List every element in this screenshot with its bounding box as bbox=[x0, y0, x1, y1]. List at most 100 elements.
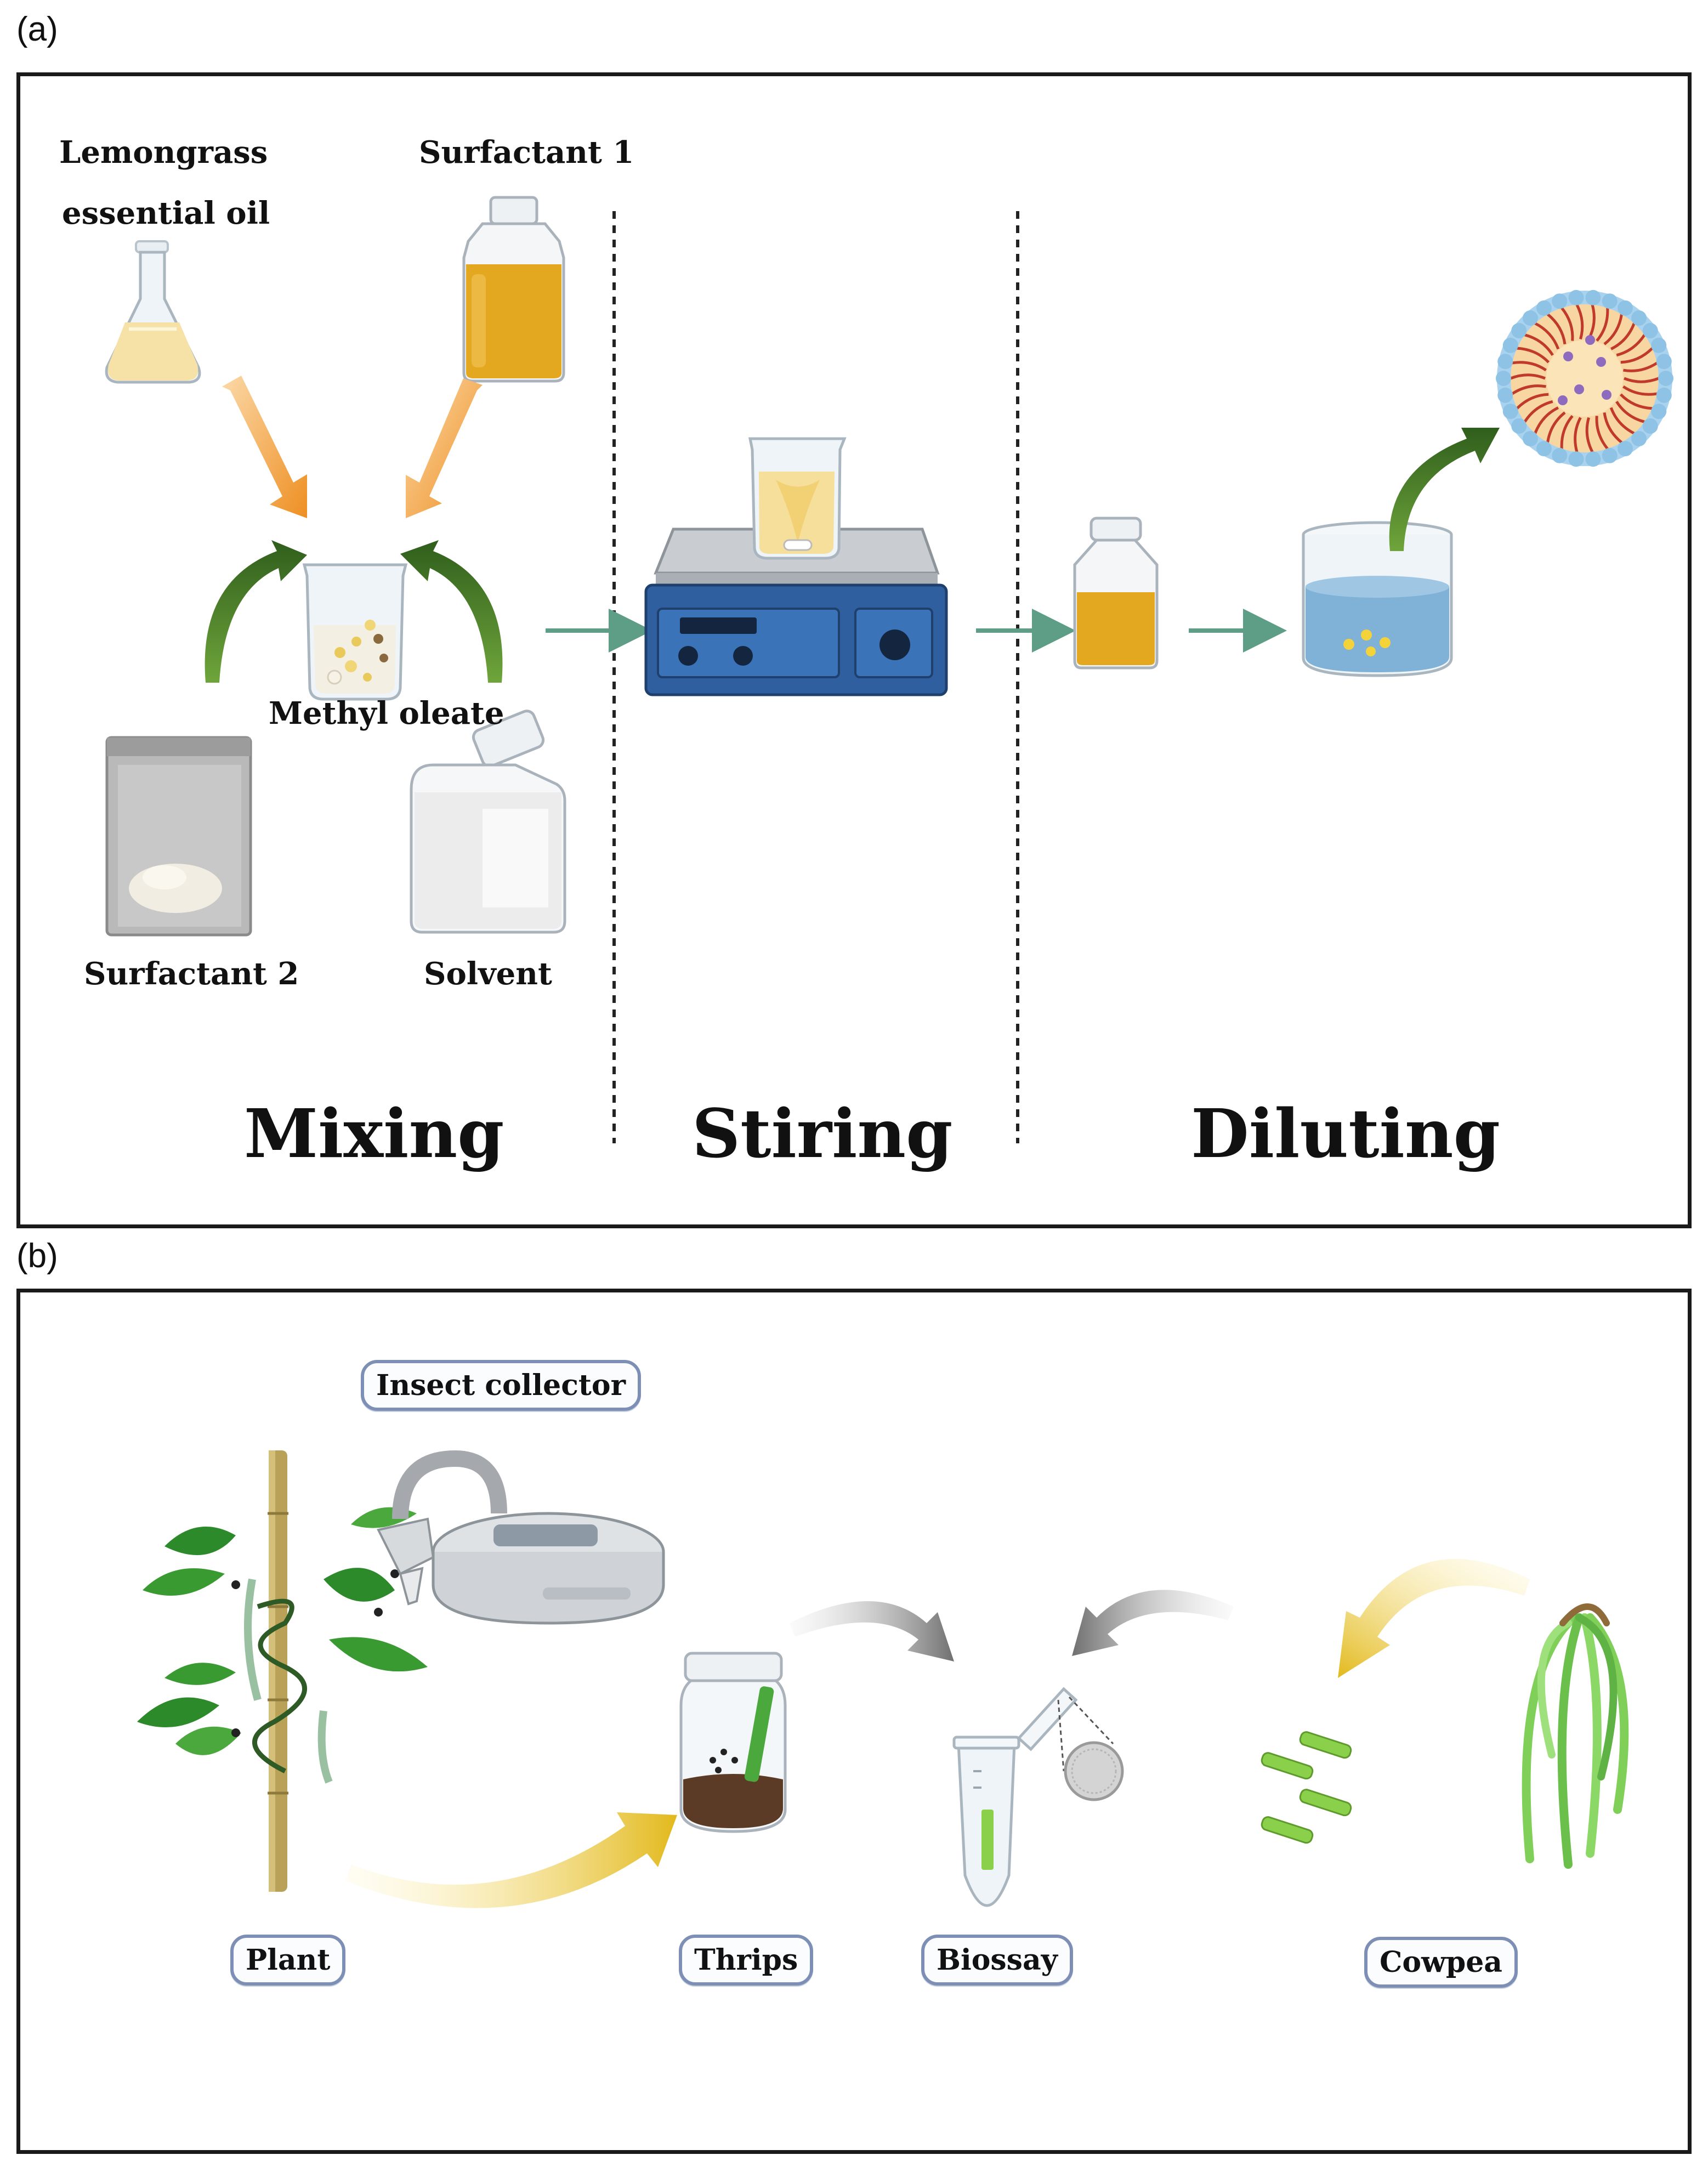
micelle-core-dot bbox=[1596, 357, 1606, 367]
panel-a-frame bbox=[16, 72, 1692, 1228]
panel-a-letter: (a) bbox=[16, 10, 58, 48]
micelle-head bbox=[1502, 337, 1518, 353]
micelle-head bbox=[1618, 300, 1633, 316]
micelle-head bbox=[1585, 451, 1601, 467]
micelle-head bbox=[1631, 430, 1647, 446]
micelle-tail bbox=[1561, 307, 1574, 341]
hotplate-stirrer-icon bbox=[644, 528, 948, 696]
micelle-head bbox=[1602, 447, 1618, 463]
micelle-head bbox=[1656, 387, 1672, 403]
micelle-tail bbox=[1609, 407, 1635, 435]
micelle-core-dot bbox=[1558, 395, 1568, 405]
micelle-head bbox=[1522, 310, 1538, 326]
micelle-head bbox=[1511, 323, 1527, 339]
micelle-core-dot bbox=[1602, 390, 1611, 400]
thrips-jar-icon bbox=[679, 1652, 787, 1833]
micelle-core-dot bbox=[1585, 335, 1595, 345]
micelle-tail bbox=[1615, 400, 1645, 423]
micelle-head bbox=[1552, 293, 1568, 309]
micelle-tail bbox=[1534, 322, 1560, 350]
green-arrow-left bbox=[205, 540, 307, 683]
step-label-diluting: Diluting bbox=[1191, 1094, 1500, 1173]
micelle-head bbox=[1568, 290, 1584, 305]
step-label-mixing: Mixing bbox=[244, 1094, 504, 1173]
gray-arrow-right bbox=[1072, 1590, 1234, 1656]
micelle-tail bbox=[1616, 334, 1646, 357]
label-methyl-oleate: Methyl oleate bbox=[269, 695, 504, 731]
micelle-tail bbox=[1523, 400, 1553, 423]
micelle-head bbox=[1522, 430, 1538, 446]
micelle-head bbox=[1497, 354, 1513, 370]
label-surfactant1: Surfactant 1 bbox=[419, 134, 634, 171]
micelle-tail bbox=[1624, 377, 1659, 383]
label-cowpea: Cowpea bbox=[1364, 1937, 1518, 1988]
surfactant1-bottle-icon bbox=[462, 196, 565, 383]
orange-arrow-right bbox=[406, 378, 483, 518]
micelle-tail bbox=[1575, 304, 1584, 340]
micelle-head bbox=[1496, 371, 1511, 386]
micelle-tail bbox=[1546, 313, 1567, 345]
micelle-core-dot bbox=[1574, 384, 1584, 394]
micelle-icon bbox=[1496, 290, 1673, 467]
yellow-arrow-cowpea bbox=[1338, 1558, 1530, 1678]
plant-icon bbox=[137, 1507, 428, 1784]
micelle-head bbox=[1536, 300, 1552, 316]
micelle-tail bbox=[1524, 333, 1554, 356]
mixing-beaker-icon bbox=[302, 563, 408, 701]
label-insect-collector: Insect collector bbox=[361, 1360, 641, 1411]
micelle-core-dot bbox=[1563, 351, 1573, 361]
micelle-tail bbox=[1546, 411, 1566, 443]
stirring-beaker-icon bbox=[748, 437, 847, 560]
micelle-head bbox=[1585, 290, 1601, 305]
micelle-tail bbox=[1574, 417, 1582, 452]
green-arrow-right bbox=[400, 540, 503, 683]
micelle-tail bbox=[1622, 385, 1658, 396]
micelle-tail bbox=[1517, 347, 1550, 364]
micelle-tail bbox=[1585, 417, 1594, 453]
micelle-head bbox=[1642, 323, 1658, 339]
step-label-stiring: Stiring bbox=[692, 1094, 953, 1173]
yellow-arrow-plant-to-thrips bbox=[345, 1812, 677, 1908]
micelle-head bbox=[1656, 354, 1672, 370]
micelle-head bbox=[1618, 441, 1633, 457]
micelle-tail bbox=[1510, 373, 1546, 380]
micelle-tail bbox=[1560, 415, 1574, 449]
panel-b-frame bbox=[16, 1289, 1692, 2154]
micelle-head bbox=[1658, 371, 1673, 386]
micelle-tail bbox=[1511, 384, 1547, 395]
micelle-head bbox=[1502, 404, 1518, 419]
green-arrow-micelle bbox=[1389, 428, 1500, 551]
label-lemongrass-line1: Lemongrass bbox=[59, 134, 268, 171]
label-plant: Plant bbox=[230, 1935, 346, 1986]
flask-icon bbox=[105, 240, 201, 384]
biossay-tube-icon bbox=[952, 1687, 1124, 1907]
micelle-head bbox=[1631, 310, 1647, 326]
micelle-head bbox=[1651, 404, 1667, 419]
micelle-tail bbox=[1534, 406, 1559, 434]
micelle-tail bbox=[1622, 361, 1658, 372]
gray-arrow-left bbox=[790, 1601, 954, 1661]
label-surfactant2: Surfactant 2 bbox=[84, 956, 299, 992]
micelle-head bbox=[1602, 293, 1618, 309]
label-lemongrass-line2: essential oil bbox=[62, 195, 270, 231]
bamboo-stake-icon bbox=[268, 1450, 288, 1892]
micelle-tail bbox=[1603, 314, 1623, 345]
micelle-tail bbox=[1619, 393, 1653, 410]
micelle-tail bbox=[1610, 322, 1636, 350]
micelle-head bbox=[1651, 337, 1667, 353]
amber-bottle-icon bbox=[1073, 517, 1159, 670]
micelle-tail bbox=[1603, 412, 1623, 444]
micelle-tail bbox=[1595, 416, 1609, 450]
micelle-head bbox=[1536, 441, 1552, 457]
label-thrips: Thrips bbox=[679, 1935, 814, 1986]
micelle-tail bbox=[1620, 347, 1654, 364]
panel-b-letter: (b) bbox=[16, 1237, 58, 1275]
orange-arrow-left bbox=[222, 376, 307, 518]
cowpea-bundle-icon bbox=[1522, 1603, 1629, 1869]
micelle-tail bbox=[1596, 308, 1609, 342]
water-beaker-icon bbox=[1302, 521, 1453, 677]
micelle-tail bbox=[1516, 393, 1549, 410]
micelle-tail bbox=[1512, 361, 1547, 372]
micelle-head bbox=[1552, 447, 1568, 463]
